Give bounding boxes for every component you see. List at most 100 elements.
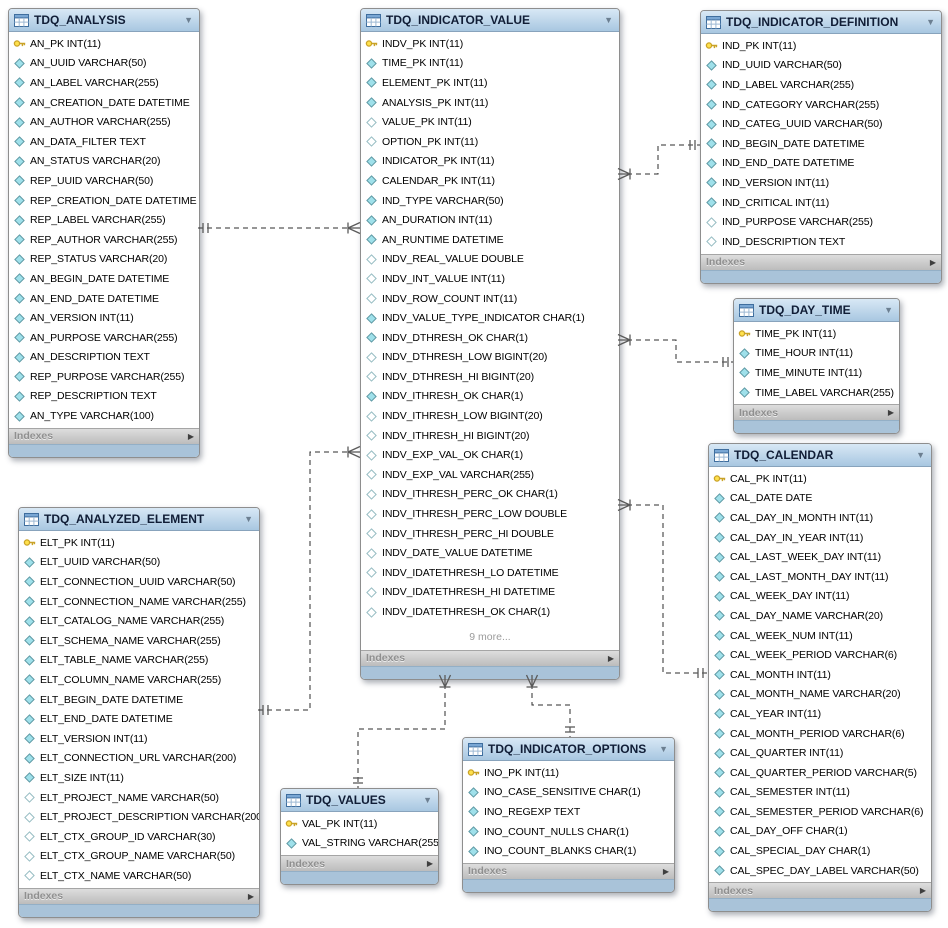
column-row[interactable]: CAL_DAY_OFF CHAR(1) bbox=[709, 822, 931, 842]
column-row[interactable]: CAL_QUARTER INT(11) bbox=[709, 743, 931, 763]
column-row[interactable]: INO_REGEXP TEXT bbox=[463, 802, 674, 822]
column-row[interactable]: ELT_CONNECTION_URL VARCHAR(200) bbox=[19, 749, 259, 769]
column-row[interactable]: AN_DATA_FILTER TEXT bbox=[9, 132, 199, 152]
column-row[interactable]: ELT_CATALOG_NAME VARCHAR(255) bbox=[19, 611, 259, 631]
column-row[interactable]: INO_PK INT(11) bbox=[463, 763, 674, 783]
relationship-indicator_value-to-indicator_definition[interactable] bbox=[617, 140, 700, 181]
indexes-footer[interactable]: Indexes ▶ bbox=[734, 404, 899, 421]
column-row[interactable]: CAL_MONTH_NAME VARCHAR(20) bbox=[709, 685, 931, 705]
column-row[interactable]: IND_VERSION INT(11) bbox=[701, 173, 941, 193]
indexes-footer[interactable]: Indexes ▶ bbox=[361, 649, 619, 666]
column-row[interactable]: INDV_ITHRESH_LOW BIGINT(20) bbox=[361, 406, 619, 426]
column-row[interactable]: ELT_UUID VARCHAR(50) bbox=[19, 553, 259, 573]
column-row[interactable]: AN_LABEL VARCHAR(255) bbox=[9, 73, 199, 93]
relationship-indicator_value-to-calendar[interactable] bbox=[617, 498, 708, 679]
column-row[interactable]: REP_UUID VARCHAR(50) bbox=[9, 171, 199, 191]
column-row[interactable]: REP_DESCRIPTION TEXT bbox=[9, 387, 199, 407]
column-row[interactable]: ELT_CTX_GROUP_ID VARCHAR(30) bbox=[19, 827, 259, 847]
column-row[interactable]: TIME_LABEL VARCHAR(255) bbox=[734, 383, 899, 403]
column-row[interactable]: INDV_VALUE_TYPE_INDICATOR CHAR(1) bbox=[361, 308, 619, 328]
column-row[interactable]: AN_DURATION INT(11) bbox=[361, 210, 619, 230]
column-row[interactable]: VAL_PK INT(11) bbox=[281, 814, 438, 834]
column-row[interactable]: INDV_ITHRESH_PERC_LOW DOUBLE bbox=[361, 504, 619, 524]
indexes-footer[interactable]: Indexes ▶ bbox=[463, 862, 674, 879]
column-row[interactable]: INDICATOR_PK INT(11) bbox=[361, 152, 619, 172]
column-row[interactable]: CAL_DAY_NAME VARCHAR(20) bbox=[709, 606, 931, 626]
column-row[interactable]: INDV_DTHRESH_OK CHAR(1) bbox=[361, 328, 619, 348]
column-row[interactable]: ELT_BEGIN_DATE DATETIME bbox=[19, 690, 259, 710]
column-row[interactable]: ELT_VERSION INT(11) bbox=[19, 729, 259, 749]
column-row[interactable]: INDV_IDATETHRESH_OK CHAR(1) bbox=[361, 602, 619, 622]
indexes-footer[interactable]: Indexes ▶ bbox=[281, 855, 438, 872]
column-row[interactable]: REP_STATUS VARCHAR(20) bbox=[9, 250, 199, 270]
column-row[interactable]: IND_CATEGORY VARCHAR(255) bbox=[701, 95, 941, 115]
column-row[interactable]: INDV_DTHRESH_HI BIGINT(20) bbox=[361, 367, 619, 387]
column-row[interactable]: IND_END_DATE DATETIME bbox=[701, 154, 941, 174]
column-row[interactable]: VAL_STRING VARCHAR(255) bbox=[281, 834, 438, 854]
column-row[interactable]: INO_COUNT_BLANKS CHAR(1) bbox=[463, 841, 674, 861]
column-row[interactable]: ANALYSIS_PK INT(11) bbox=[361, 93, 619, 113]
column-row[interactable]: AN_RUNTIME DATETIME bbox=[361, 230, 619, 250]
column-row[interactable]: CALENDAR_PK INT(11) bbox=[361, 171, 619, 191]
column-row[interactable]: INDV_IDATETHRESH_LO DATETIME bbox=[361, 563, 619, 583]
table-header[interactable]: TDQ_INDICATOR_VALUE ▼ bbox=[361, 9, 619, 32]
db-table-tdq_calendar[interactable]: TDQ_CALENDAR ▼ CAL_PK INT(11)CAL_DATE DA… bbox=[708, 443, 932, 913]
column-row[interactable]: INDV_IDATETHRESH_HI DATETIME bbox=[361, 583, 619, 603]
column-row[interactable]: AN_PK INT(11) bbox=[9, 34, 199, 54]
column-row[interactable]: INDV_DTHRESH_LOW BIGINT(20) bbox=[361, 348, 619, 368]
column-row[interactable]: CAL_LAST_MONTH_DAY INT(11) bbox=[709, 567, 931, 587]
column-row[interactable]: IND_PK INT(11) bbox=[701, 36, 941, 56]
column-row[interactable]: INDV_PK INT(11) bbox=[361, 34, 619, 54]
column-row[interactable]: AN_BEGIN_DATE DATETIME bbox=[9, 269, 199, 289]
column-row[interactable]: INDV_EXP_VAL_OK CHAR(1) bbox=[361, 445, 619, 465]
column-row[interactable]: CAL_WEEK_PERIOD VARCHAR(6) bbox=[709, 645, 931, 665]
column-row[interactable]: TIME_PK INT(11) bbox=[734, 324, 899, 344]
db-table-tdq_indicator_value[interactable]: TDQ_INDICATOR_VALUE ▼ INDV_PK INT(11)TIM… bbox=[360, 8, 620, 680]
column-row[interactable]: AN_VERSION INT(11) bbox=[9, 308, 199, 328]
db-table-tdq_day_time[interactable]: TDQ_DAY_TIME ▼ TIME_PK INT(11)TIME_HOUR … bbox=[733, 298, 900, 435]
column-row[interactable]: CAL_PK INT(11) bbox=[709, 469, 931, 489]
column-row[interactable]: ELT_SIZE INT(11) bbox=[19, 768, 259, 788]
db-table-tdq_analysis[interactable]: TDQ_ANALYSIS ▼ AN_PK INT(11)AN_UUID VARC… bbox=[8, 8, 200, 458]
collapse-arrow-icon[interactable]: ▼ bbox=[884, 305, 893, 315]
column-row[interactable]: IND_DESCRIPTION TEXT bbox=[701, 232, 941, 252]
column-row[interactable]: VALUE_PK INT(11) bbox=[361, 112, 619, 132]
column-row[interactable]: AN_AUTHOR VARCHAR(255) bbox=[9, 112, 199, 132]
indexes-footer[interactable]: Indexes ▶ bbox=[701, 253, 941, 270]
column-row[interactable]: AN_UUID VARCHAR(50) bbox=[9, 54, 199, 74]
column-row[interactable]: INDV_ITHRESH_PERC_HI DOUBLE bbox=[361, 524, 619, 544]
column-row[interactable]: AN_TYPE VARCHAR(100) bbox=[9, 406, 199, 426]
column-row[interactable]: ELT_PK INT(11) bbox=[19, 533, 259, 553]
column-row[interactable]: INDV_DATE_VALUE DATETIME bbox=[361, 543, 619, 563]
column-row[interactable]: ELT_CTX_NAME VARCHAR(50) bbox=[19, 866, 259, 886]
column-row[interactable]: CAL_MONTH_PERIOD VARCHAR(6) bbox=[709, 724, 931, 744]
more-columns-row[interactable]: 9 more... bbox=[469, 630, 511, 643]
column-row[interactable]: REP_AUTHOR VARCHAR(255) bbox=[9, 230, 199, 250]
table-header[interactable]: TDQ_VALUES ▼ bbox=[281, 789, 438, 812]
column-row[interactable]: CAL_WEEK_NUM INT(11) bbox=[709, 626, 931, 646]
relationship-analyzed_element-to-indicator_value[interactable] bbox=[258, 445, 361, 716]
column-row[interactable]: IND_TYPE VARCHAR(50) bbox=[361, 191, 619, 211]
table-header[interactable]: TDQ_INDICATOR_DEFINITION ▼ bbox=[701, 11, 941, 34]
column-row[interactable]: CAL_DAY_IN_MONTH INT(11) bbox=[709, 508, 931, 528]
column-row[interactable]: CAL_SPECIAL_DAY CHAR(1) bbox=[709, 841, 931, 861]
column-row[interactable]: INDV_EXP_VAL VARCHAR(255) bbox=[361, 465, 619, 485]
column-row[interactable]: TIME_PK INT(11) bbox=[361, 54, 619, 74]
indexes-footer[interactable]: Indexes ▶ bbox=[709, 882, 931, 899]
collapse-arrow-icon[interactable]: ▼ bbox=[423, 795, 432, 805]
column-row[interactable]: IND_LABEL VARCHAR(255) bbox=[701, 75, 941, 95]
column-row[interactable]: CAL_SPEC_DAY_LABEL VARCHAR(50) bbox=[709, 861, 931, 881]
column-row[interactable]: AN_STATUS VARCHAR(20) bbox=[9, 152, 199, 172]
column-row[interactable]: TIME_HOUR INT(11) bbox=[734, 344, 899, 364]
column-row[interactable]: INDV_ROW_COUNT INT(11) bbox=[361, 289, 619, 309]
column-row[interactable]: AN_END_DATE DATETIME bbox=[9, 289, 199, 309]
column-row[interactable]: IND_BEGIN_DATE DATETIME bbox=[701, 134, 941, 154]
column-row[interactable]: ELT_CONNECTION_NAME VARCHAR(255) bbox=[19, 592, 259, 612]
column-row[interactable]: CAL_DAY_IN_YEAR INT(11) bbox=[709, 528, 931, 548]
column-row[interactable]: REP_CREATION_DATE DATETIME bbox=[9, 191, 199, 211]
column-row[interactable]: ELT_CONNECTION_UUID VARCHAR(50) bbox=[19, 572, 259, 592]
column-row[interactable]: ELT_SCHEMA_NAME VARCHAR(255) bbox=[19, 631, 259, 651]
table-header[interactable]: TDQ_ANALYZED_ELEMENT ▼ bbox=[19, 508, 259, 531]
column-row[interactable]: INDV_INT_VALUE INT(11) bbox=[361, 269, 619, 289]
column-row[interactable]: AN_CREATION_DATE DATETIME bbox=[9, 93, 199, 113]
